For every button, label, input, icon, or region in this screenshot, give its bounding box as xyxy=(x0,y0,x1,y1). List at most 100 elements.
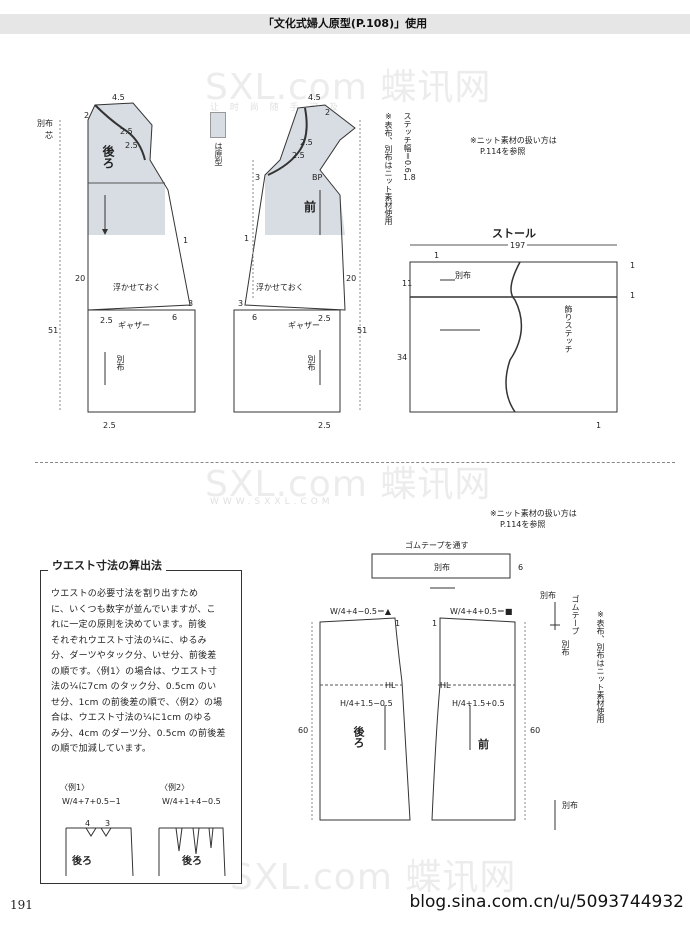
front-num-1: 1 xyxy=(244,234,250,243)
back-num-25b: 2.5 xyxy=(125,141,138,150)
ex2-label: 〈例2〉 xyxy=(160,783,190,792)
skirt-front-hip: H/4+1.5+0.5 xyxy=(452,699,505,708)
stole-outline xyxy=(409,261,618,413)
back-num-45: 4.5 xyxy=(112,93,125,102)
fabric-note-top: ※表布、別布はニット素材使用 xyxy=(384,112,393,225)
ex2-darts xyxy=(175,827,214,855)
back-num-51: 51 xyxy=(48,326,59,335)
skirt-side-betsu1: 別布 xyxy=(540,591,556,600)
stole-decor-curve xyxy=(505,261,523,413)
back-num-20: 20 xyxy=(75,274,86,283)
front-num-25a: 2.5 xyxy=(300,138,313,147)
waist-calc-line: の順で加減しています。 xyxy=(51,744,152,754)
waistband-outline xyxy=(371,553,511,579)
front-bp-label: BP xyxy=(312,173,323,182)
ex2-formula: W/4+1+4−0.5 xyxy=(162,797,221,806)
waistband-label: ゴムテープを通す xyxy=(405,541,469,550)
stole-num-1d: 1 xyxy=(596,421,602,430)
waistband-betsu: 別布 xyxy=(434,563,450,572)
page-number: 191 xyxy=(10,898,33,912)
stitch-width-note2: 1.8 xyxy=(403,173,416,182)
skirt-back-one: 1 xyxy=(395,619,401,628)
knit-note-line1: ※ニット素材の扱い方は xyxy=(470,136,557,145)
front-num-20: 20 xyxy=(346,274,357,283)
bodice-pattern-diagram xyxy=(59,102,618,413)
waist-calc-line: れに一定の原則を決めています。前後 xyxy=(51,620,207,630)
ex1-label: 〈例1〉 xyxy=(60,783,90,792)
front-neck-band xyxy=(267,107,308,176)
front-skirt-betsu: 別布 xyxy=(307,355,316,371)
skirt-back-length: 60 xyxy=(298,726,309,735)
skirt-knit-note-line1: ※ニット素材の扱い方は xyxy=(490,509,577,518)
watermark-bottom: SXL.com 蝶讯网 xyxy=(230,857,517,898)
skirt-front-hl: HL xyxy=(440,681,451,690)
ex1-tucks xyxy=(85,827,112,837)
skirt-front-label: 前 xyxy=(478,738,489,751)
front-num-25c: 2.5 xyxy=(318,314,331,323)
back-num-2: 2 xyxy=(84,111,90,120)
skirt-front-waist: W/4+4+0.5＝■ xyxy=(450,607,513,616)
stole-width: 197 xyxy=(508,240,528,251)
stole-num-1b: 1 xyxy=(630,261,636,270)
front-gather-label: ギャザー xyxy=(288,321,320,330)
waist-calc-line: それぞれウエスト寸法の¼に、ゆるみ xyxy=(51,635,207,646)
waist-calc-box: ウエストの必要寸法を割り出すため に、いくつも数字が並んでいますが、こ れに一定… xyxy=(40,570,242,884)
back-num-1: 1 xyxy=(183,236,189,245)
stole-decor-stitch: 飾りステッチ xyxy=(564,305,573,353)
back-num-25d: 2.5 xyxy=(103,421,116,430)
skirt-knit-note: ※ニット素材の扱い方は P.114を参照 xyxy=(490,508,577,530)
skirt-side-detail-top xyxy=(550,602,560,630)
watermark-top: SXL.com 蝶讯网 xyxy=(205,67,492,108)
back-num-25a: 2.5 xyxy=(120,127,133,136)
front-skirt-panel xyxy=(233,309,341,413)
waist-examples-diagram xyxy=(65,827,226,877)
skirt-side-betsu2: 別布 xyxy=(561,640,570,656)
ex1-back-label: 後ろ xyxy=(72,856,92,867)
waist-calc-line: ウエストの必要寸法を割り出すため xyxy=(51,589,199,599)
front-ukase-label: 浮かせておく xyxy=(256,283,304,292)
skirt-front-outline xyxy=(431,617,516,821)
watermark-top-sub: 让 时 尚 随 手 可 及 xyxy=(210,103,343,113)
waist-calc-line: 合は、ウエスト寸法の¼に1cm のゆる xyxy=(51,713,212,723)
skirt-fabric-note: ※表布、別布はニット素材使用 xyxy=(596,610,605,723)
stitch-width-note: ステッチ幅＝0.6 xyxy=(403,112,412,173)
stole-num-11: 11 xyxy=(402,279,413,288)
back-gather-label: ギャザー xyxy=(118,321,150,330)
front-bodice-shading xyxy=(265,105,355,235)
back-betsu-label: 別布 xyxy=(37,119,53,128)
waist-calc-text: ウエストの必要寸法を割り出すため に、いくつも数字が並んでいますが、こ れに一定… xyxy=(51,587,233,758)
back-bodice-outline xyxy=(87,102,191,311)
ex1-num-4: 4 xyxy=(85,819,91,828)
knit-note-top: ※ニット素材の扱い方は P.114を参照 xyxy=(470,135,557,157)
skirt-back-outline xyxy=(319,617,411,821)
waist-calc-line: の順です。〈例1〉の場合は、ウエスト寸 xyxy=(51,666,218,677)
front-num-6: 6 xyxy=(252,313,258,322)
back-ukase-label: 浮かせておく xyxy=(113,283,161,292)
waist-calc-line: み分、4cm のダーツ分、0.5cm の前後差 xyxy=(51,728,226,739)
front-num-25b: 2.5 xyxy=(292,151,305,160)
front-num-45: 4.5 xyxy=(308,93,321,102)
front-bodice-label: 前 xyxy=(304,200,317,214)
stole-title: ストール xyxy=(492,227,536,240)
skirt-pattern-diagram xyxy=(311,553,560,830)
skirt-back-hl: HL xyxy=(385,681,396,690)
front-num-25d: 2.5 xyxy=(318,421,331,430)
ex1-num-3: 3 xyxy=(105,819,111,828)
watermark-middle: SXL.com 蝶讯网 xyxy=(205,464,492,505)
back-skirt-betsu: 別布 xyxy=(116,355,125,371)
waist-calc-line: せ分、1cm の前後差の順で、〈例2〉の場 xyxy=(51,697,223,708)
waist-calc-title: ウエスト寸法の算出法 xyxy=(48,557,166,573)
front-num-3b: 3 xyxy=(238,299,244,308)
back-num-3: 3 xyxy=(188,299,194,308)
stole-num-34: 34 xyxy=(397,353,408,362)
knit-note-line2: P.114を参照 xyxy=(480,147,526,156)
skirt-side-gomu: ゴムテープ xyxy=(571,595,580,635)
skirt-side-betsu3: 別布 xyxy=(562,801,578,810)
front-num-51: 51 xyxy=(357,326,368,335)
watermark-middle-sub: WWW.SXXL.COM xyxy=(210,497,334,507)
ex1-formula: W/4+7+0.5−1 xyxy=(62,797,121,806)
ex1-outline xyxy=(66,827,134,877)
skirt-front-length: 60 xyxy=(530,726,541,735)
skirt-knit-note-line2: P.114を参照 xyxy=(500,520,546,529)
